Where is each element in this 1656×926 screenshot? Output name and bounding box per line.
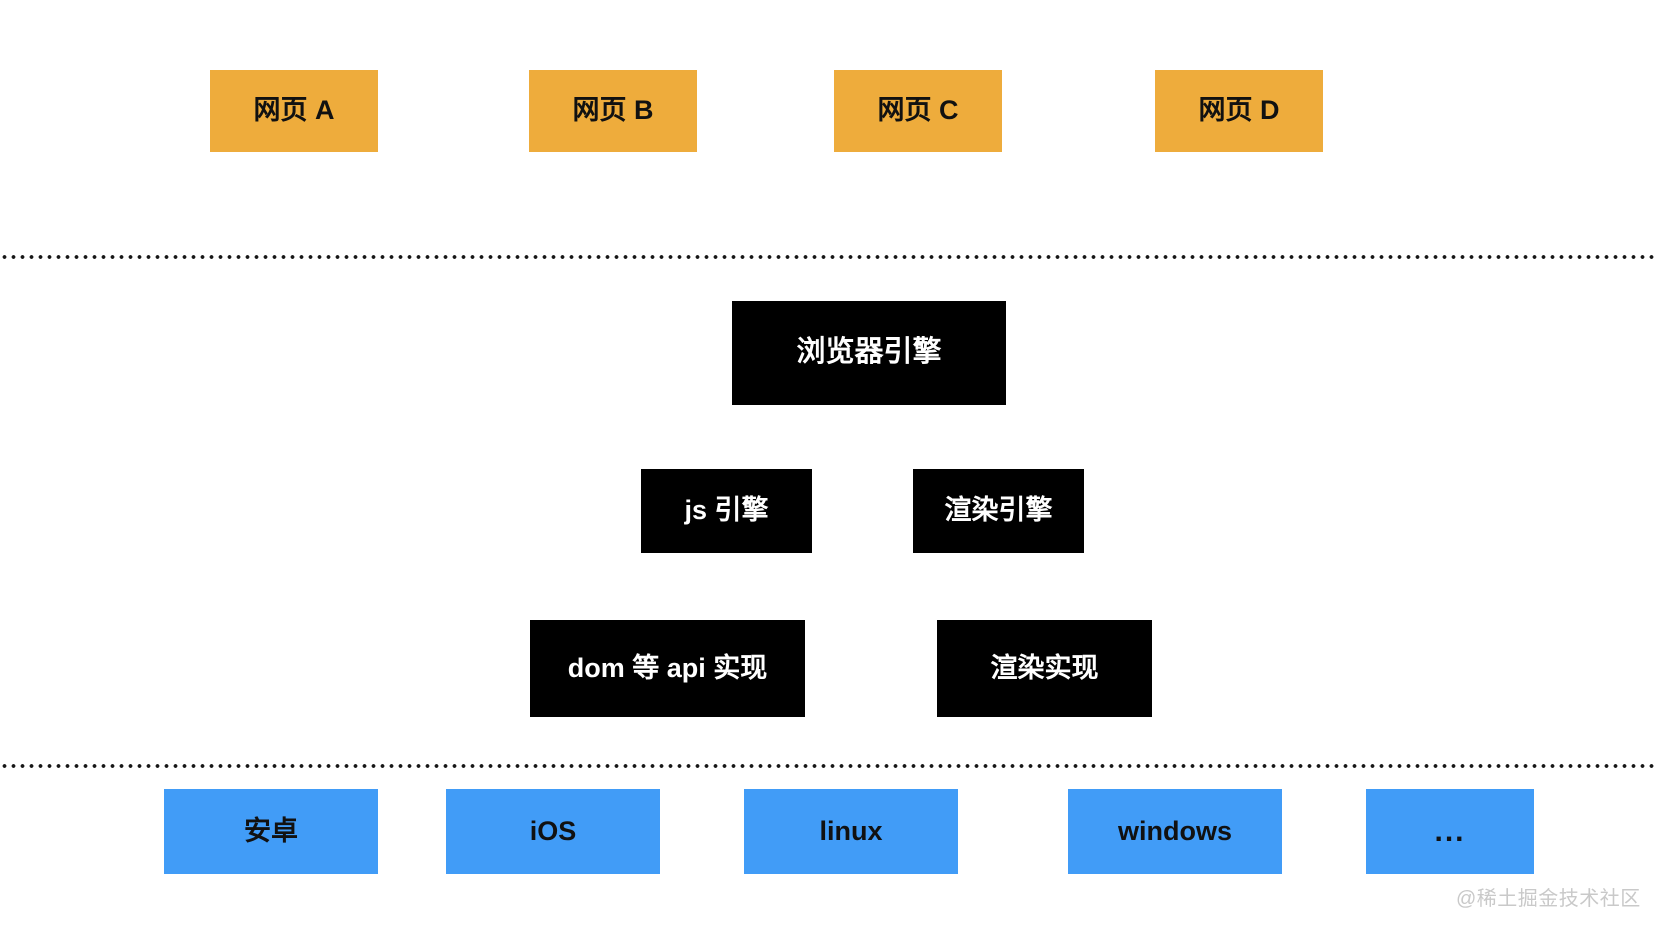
node-label: 网页 B (572, 95, 654, 126)
node-label: linux (819, 815, 883, 846)
node-os-linux[interactable]: linux (744, 789, 958, 874)
divider-web-engine (0, 255, 1656, 259)
node-os-windows[interactable]: windows (1068, 789, 1282, 874)
node-label: 安卓 (244, 815, 298, 846)
node-js-engine[interactable]: js 引擎 (641, 469, 812, 553)
node-dom-api-impl[interactable]: dom 等 api 实现 (530, 620, 805, 717)
node-os-more[interactable]: ... (1366, 789, 1534, 874)
node-os-android[interactable]: 安卓 (164, 789, 378, 874)
node-label: 网页 C (877, 95, 959, 126)
divider-engine-os (0, 764, 1656, 768)
node-render-impl[interactable]: 渲染实现 (937, 620, 1152, 717)
node-render-engine[interactable]: 渲染引擎 (913, 469, 1084, 553)
node-label: 渲染实现 (990, 652, 1099, 683)
node-os-ios[interactable]: iOS (446, 789, 660, 874)
node-web-page-a[interactable]: 网页 A (210, 70, 378, 152)
node-web-page-c[interactable]: 网页 C (834, 70, 1002, 152)
node-label: windows (1118, 815, 1232, 846)
node-browser-engine[interactable]: 浏览器引擎 (732, 301, 1006, 405)
node-label: ... (1434, 815, 1466, 848)
node-label: 渲染引擎 (944, 495, 1053, 526)
node-label: iOS (529, 815, 577, 846)
node-label: js 引擎 (684, 495, 769, 526)
node-label: 网页 D (1198, 95, 1280, 126)
node-web-page-d[interactable]: 网页 D (1155, 70, 1323, 152)
node-label: 浏览器引擎 (796, 336, 942, 369)
node-web-page-b[interactable]: 网页 B (529, 70, 697, 152)
node-label: dom 等 api 实现 (567, 652, 768, 683)
node-label: 网页 A (253, 95, 335, 126)
watermark: @稀土掘金技术社区 (1456, 888, 1641, 910)
